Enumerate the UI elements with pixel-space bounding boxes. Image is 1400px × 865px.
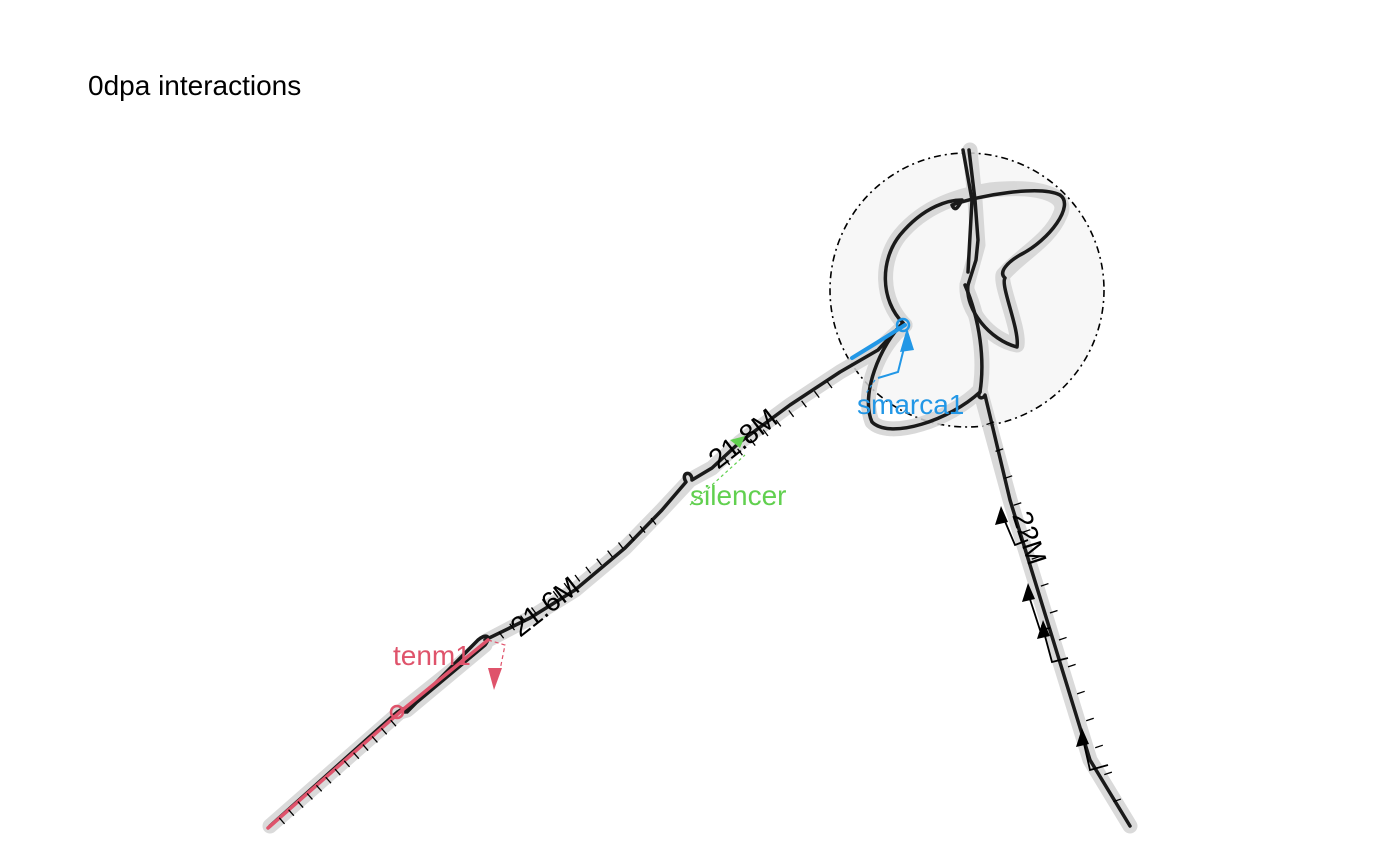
tick-mark	[607, 550, 613, 558]
tick-mark	[775, 419, 782, 427]
tick-mark	[650, 517, 657, 525]
tick-mark	[541, 598, 548, 607]
tick-mark	[801, 400, 807, 408]
tick-mark	[362, 744, 369, 752]
gene-arrow-heads	[995, 506, 1089, 747]
tick-mark	[353, 752, 360, 760]
tick-mark	[1013, 502, 1022, 506]
tick-mark	[788, 410, 795, 418]
tick-mark	[1022, 529, 1031, 533]
tick-mark	[390, 719, 397, 727]
tick-mark	[1113, 798, 1122, 803]
tick-mark	[1076, 690, 1085, 695]
gene-arrow-icon	[995, 506, 1008, 525]
tick-mark	[343, 760, 351, 768]
tick-mark	[596, 558, 603, 566]
tick-mark	[1095, 744, 1104, 749]
tick-mark	[1049, 609, 1058, 614]
tick-mark	[1031, 556, 1040, 560]
axis-ticks	[278, 381, 1122, 825]
gene-arrow-icon	[1037, 620, 1050, 639]
tick-mark	[498, 631, 505, 639]
tick-mark	[563, 582, 570, 590]
tick-mark	[552, 590, 559, 599]
gene-arrow-icon	[1022, 583, 1035, 602]
tick-mark	[574, 574, 581, 582]
tick-mark	[1058, 636, 1067, 641]
tick-mark	[995, 448, 1004, 453]
tick-mark	[1004, 475, 1013, 479]
tick-mark	[639, 525, 646, 534]
tick-mark	[297, 801, 304, 809]
gene-arrow-icon	[1076, 728, 1089, 747]
tick-mark	[509, 623, 516, 631]
tick-mark	[530, 607, 537, 615]
tenm1-label: tenm1	[393, 640, 471, 671]
tick-mark	[1104, 771, 1113, 776]
tick-mark	[826, 381, 833, 389]
tick-mark	[986, 421, 995, 426]
tick-mark	[278, 817, 286, 825]
tick-mark	[737, 448, 743, 456]
position-label-1: 21.6M	[505, 570, 585, 642]
tick-mark	[585, 566, 592, 574]
plot-title: 0dpa interactions	[88, 70, 302, 101]
tick-mark	[628, 533, 635, 542]
tenm1-arrow-icon	[488, 668, 502, 690]
tick-mark	[1085, 717, 1094, 722]
tenm1-feature	[266, 638, 506, 830]
tick-mark	[749, 438, 756, 446]
tick-mark	[520, 615, 526, 623]
silencer-feature	[689, 436, 746, 506]
tick-mark	[380, 727, 388, 735]
silencer-label: silencer	[690, 480, 786, 511]
tick-mark	[315, 784, 323, 792]
position-label-2: 21.8M	[703, 402, 783, 474]
tick-mark	[371, 736, 378, 743]
tick-mark	[325, 776, 332, 784]
tick-mark	[334, 768, 341, 776]
tick-mark	[617, 542, 624, 550]
smarca1-feature	[850, 317, 914, 396]
smarca1-label: smarca1	[857, 389, 964, 420]
tick-mark	[288, 809, 295, 817]
tick-mark	[306, 793, 313, 800]
position-label-3: 22M	[1006, 507, 1052, 568]
tick-mark	[1040, 582, 1049, 587]
tick-mark	[724, 458, 731, 466]
smarca1-arrow-icon	[900, 328, 914, 352]
tick-mark	[1067, 663, 1076, 668]
tick-mark	[762, 429, 769, 437]
silencer-arrow-icon	[730, 436, 745, 448]
tick-mark	[813, 390, 820, 398]
